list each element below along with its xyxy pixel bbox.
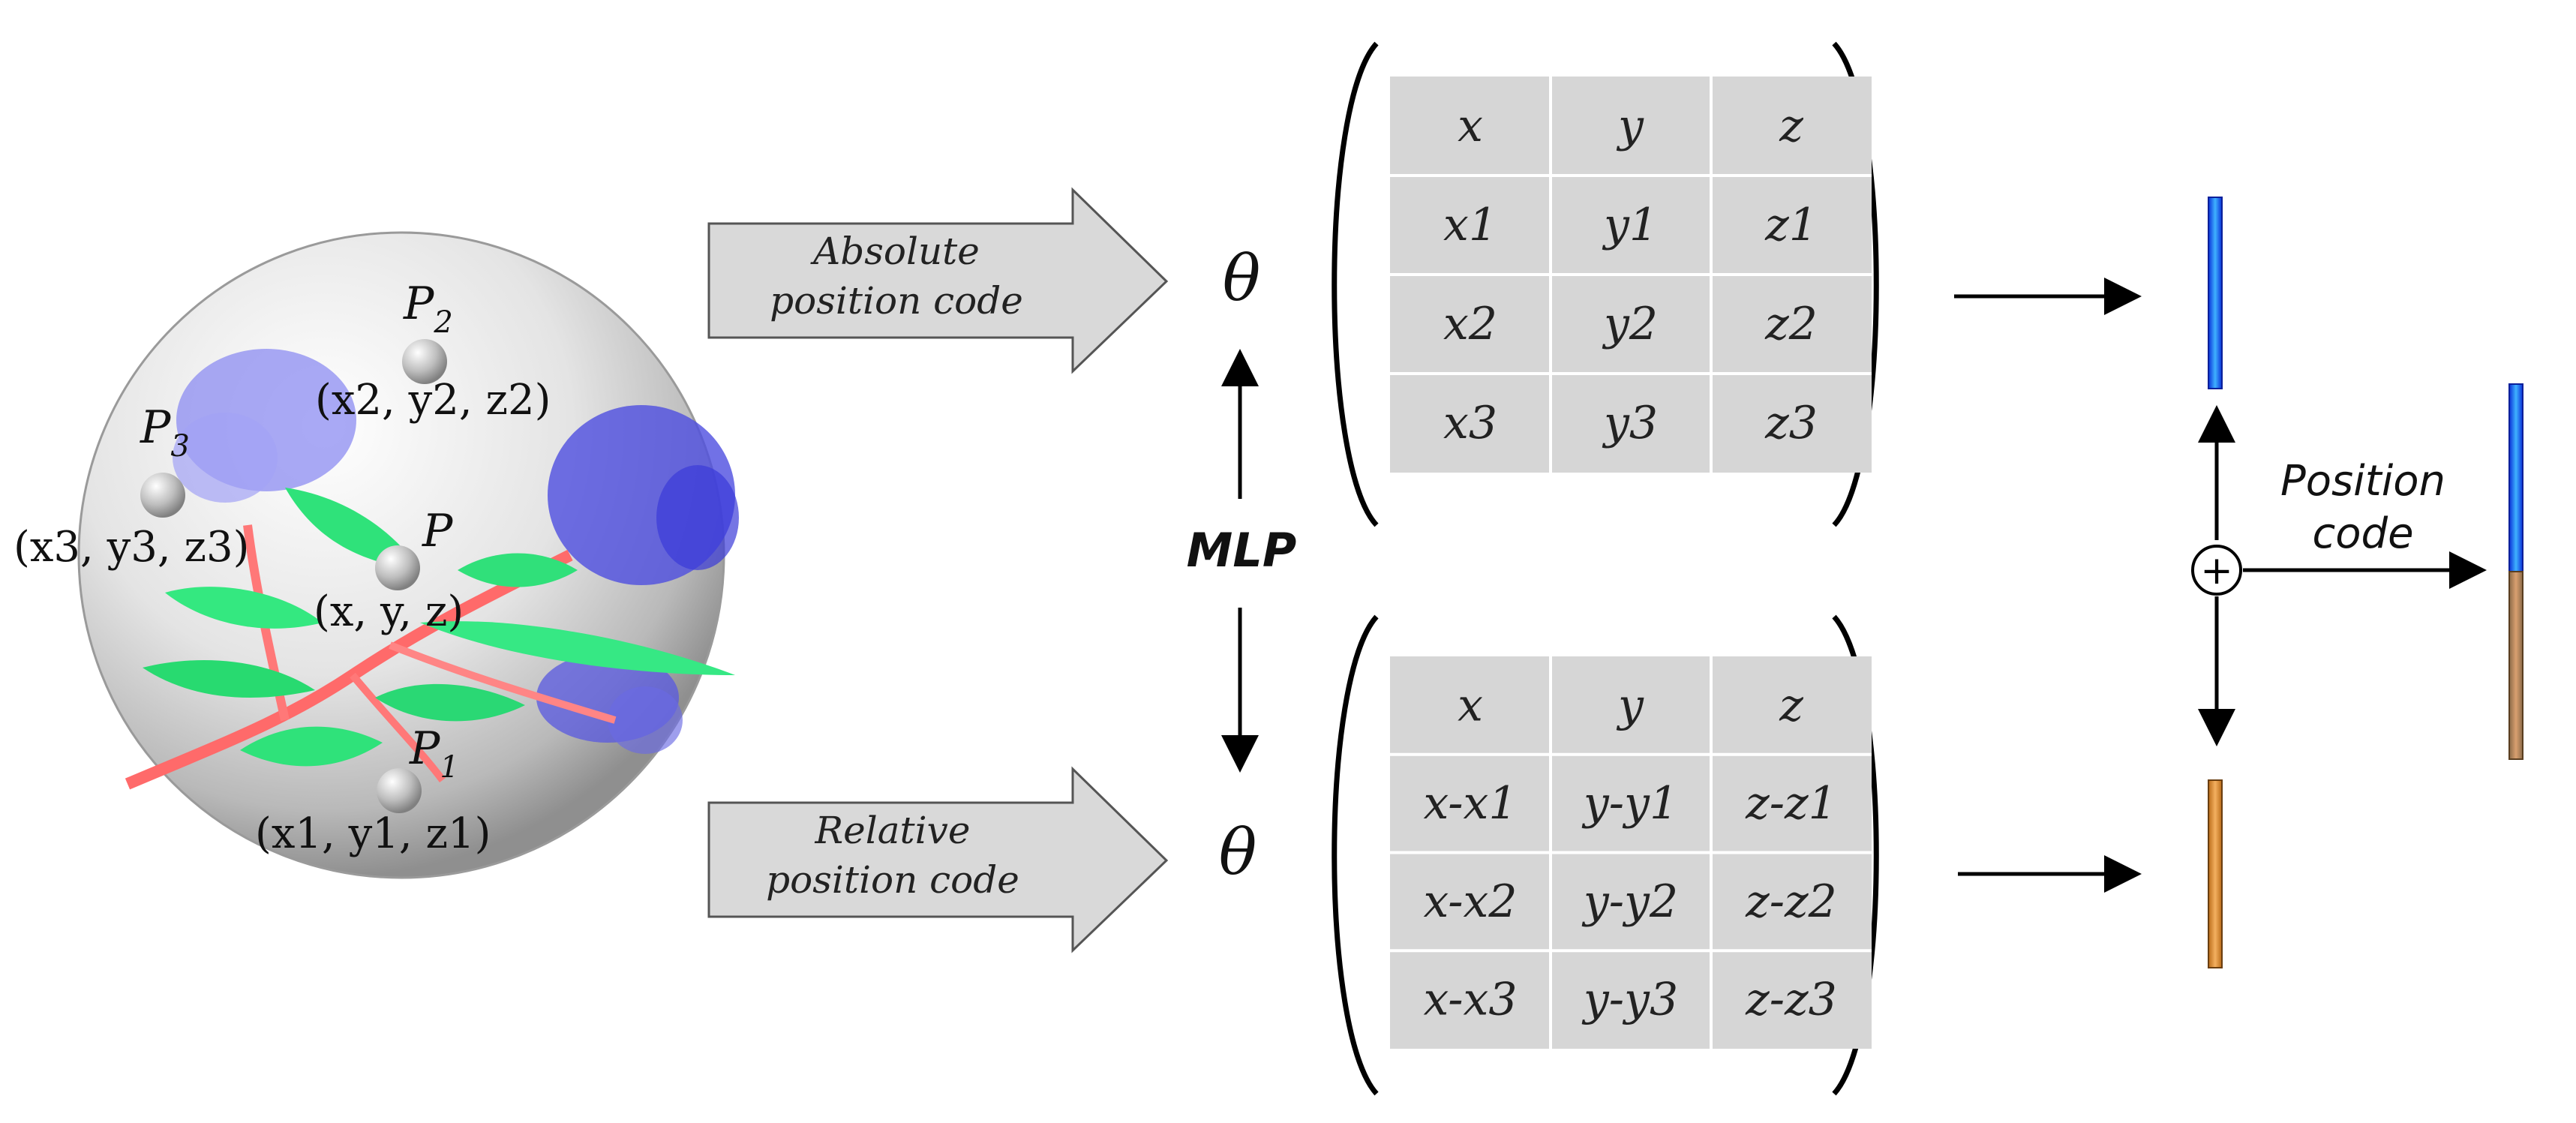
concat-plus-symbol: + bbox=[2200, 548, 2233, 593]
relative_matrix-cell: z-z1 bbox=[1745, 777, 1837, 830]
sphere-group: P2 (x2, y2, z2) P3 (x3, y3, z3) P (x, y,… bbox=[14, 231, 739, 879]
point-p3-coords: (x3, y3, z3) bbox=[14, 523, 250, 572]
relative_matrix-cell: z-z3 bbox=[1745, 974, 1837, 1026]
absolute-arrow-label-line1: Absolute bbox=[810, 230, 980, 273]
point-p1-marker bbox=[377, 768, 422, 813]
relative_matrix-cell: x-x1 bbox=[1423, 777, 1517, 830]
point-p-marker bbox=[375, 545, 420, 590]
relative-arrow-label-line1: Relative bbox=[815, 809, 971, 852]
absolute_matrix-cell: y bbox=[1616, 100, 1644, 152]
absolute_matrix-cell: x2 bbox=[1443, 298, 1497, 350]
plant-point-cloud bbox=[125, 349, 739, 790]
position-code-bar-bottom bbox=[2508, 571, 2523, 760]
absolute_matrix-cell: x bbox=[1458, 100, 1483, 152]
absolute-matrix: x y z x1 y1 z1 x2 y2 z2 x3 y3 z3 bbox=[1332, 41, 1879, 527]
relative_matrix-cell: x-x3 bbox=[1423, 974, 1517, 1026]
relative_matrix-cell: y-y2 bbox=[1581, 875, 1678, 928]
relative-block-arrow bbox=[707, 766, 1169, 953]
theta-bottom: θ bbox=[1219, 815, 1257, 889]
point-p-coords: (x, y, z) bbox=[314, 587, 464, 636]
mlp-label: MLP bbox=[1187, 523, 1297, 578]
point-p3-label: P3 bbox=[140, 401, 190, 464]
absolute_matrix-cell: z2 bbox=[1764, 298, 1818, 350]
absolute-arrow-label-line2: position code bbox=[770, 279, 1023, 323]
point-p1-coords: (x1, y1, z1) bbox=[255, 809, 491, 858]
absolute_matrix-cell: z3 bbox=[1764, 397, 1818, 449]
absolute_matrix-cell: x3 bbox=[1443, 397, 1497, 449]
relative-matrix-left-bracket bbox=[1332, 614, 1379, 1096]
position-code-bar-top bbox=[2508, 383, 2523, 572]
relative-arrow: Relative position code bbox=[707, 766, 1169, 953]
point-p-label: P bbox=[422, 505, 454, 557]
relative-feature-bar bbox=[2208, 779, 2223, 968]
point-p3-marker bbox=[140, 473, 185, 518]
theta-top: θ bbox=[1223, 242, 1261, 315]
absolute_matrix-cell: y3 bbox=[1602, 397, 1658, 449]
output-label-line2: code bbox=[2312, 509, 2413, 558]
absolute-arrow: Absolute position code bbox=[707, 187, 1169, 374]
absolute_matrix-cell: z1 bbox=[1764, 199, 1818, 251]
point-p2-coords: (x2, y2, z2) bbox=[315, 376, 551, 425]
concat-plus-node bbox=[2191, 545, 2242, 596]
relative-matrix: x y z x-x1 y-y1 z-z1 x-x2 y-y2 z-z2 x-x3 y-y3 z-z3 bbox=[1332, 614, 1879, 1096]
point-p1-label: P1 bbox=[409, 722, 459, 785]
relative-arrow-label-line2: position code bbox=[766, 858, 1019, 902]
relative_matrix-cell: x bbox=[1458, 679, 1483, 731]
absolute_matrix-cell: y2 bbox=[1602, 298, 1658, 350]
relative_matrix-cell: z-z2 bbox=[1745, 875, 1837, 928]
absolute-block-arrow bbox=[707, 187, 1169, 374]
absolute_matrix-cell: x1 bbox=[1443, 199, 1497, 251]
absolute-matrix-left-bracket bbox=[1332, 41, 1379, 527]
absolute_matrix-cell: z bbox=[1779, 100, 1803, 152]
output-label-line1: Position bbox=[2280, 457, 2445, 506]
relative_matrix-cell: y-y1 bbox=[1581, 777, 1678, 830]
absolute_matrix-cell: y1 bbox=[1602, 199, 1658, 251]
point-p2-marker bbox=[402, 339, 447, 384]
absolute-feature-bar bbox=[2208, 197, 2223, 389]
relative_matrix-cell: z bbox=[1779, 679, 1803, 731]
relative_matrix-cell: y bbox=[1616, 679, 1644, 731]
relative_matrix-cell: y-y3 bbox=[1581, 974, 1678, 1026]
relative_matrix-cell: x-x2 bbox=[1423, 875, 1517, 928]
point-p2-label: P2 bbox=[403, 278, 453, 340]
